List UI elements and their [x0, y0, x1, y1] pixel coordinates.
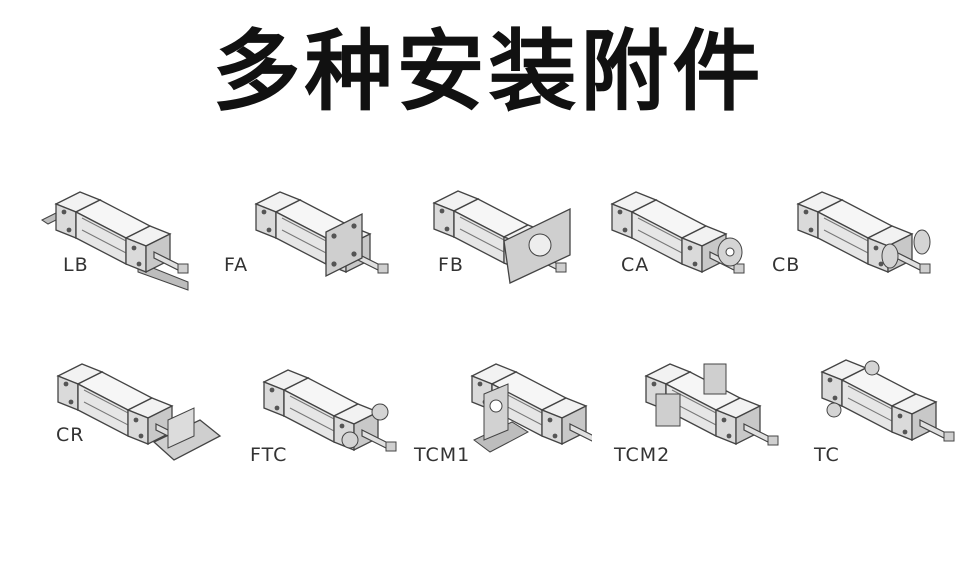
- mount-ftc: FTC: [250, 350, 430, 490]
- mount-cr: CR: [44, 344, 224, 484]
- cb-double-clevis-drawing: [797, 191, 931, 274]
- mount-tcm1: TCM1: [412, 344, 592, 484]
- mount-label: LB: [63, 254, 89, 276]
- mount-lb: LB: [38, 172, 218, 312]
- tcm2-block-drawing: [645, 363, 779, 446]
- cr-clevis-bracket-drawing: [57, 363, 222, 461]
- tc-trunnion-drawing: [821, 359, 955, 442]
- mount-label: TCM2: [614, 444, 671, 466]
- fa-flange-mount-drawing: [255, 191, 389, 278]
- mount-label: FTC: [250, 444, 288, 466]
- ftc-trunnion-drawing: [263, 369, 397, 452]
- mount-label: CR: [56, 424, 85, 446]
- mount-tc: TC: [808, 340, 977, 480]
- lb-foot-mount-drawing: [41, 191, 189, 291]
- mount-label: FA: [224, 254, 249, 276]
- mount-fa: FA: [222, 172, 402, 312]
- mount-label: TCM1: [414, 444, 471, 466]
- mount-fb: FB: [420, 165, 600, 305]
- mount-tcm2: TCM2: [612, 344, 792, 484]
- page-title: 多种安装附件: [212, 20, 765, 123]
- mount-label: TC: [814, 444, 840, 466]
- mount-cb: CB: [770, 172, 950, 312]
- tcm1-pedestal-drawing: [471, 363, 592, 453]
- mount-label: FB: [438, 254, 464, 276]
- ca-clevis-mount-drawing: [611, 191, 745, 274]
- mount-label: CB: [772, 254, 801, 276]
- mount-ca: CA: [598, 172, 778, 312]
- mount-label: CA: [621, 254, 650, 276]
- fb-flange-mount-drawing: [433, 190, 571, 284]
